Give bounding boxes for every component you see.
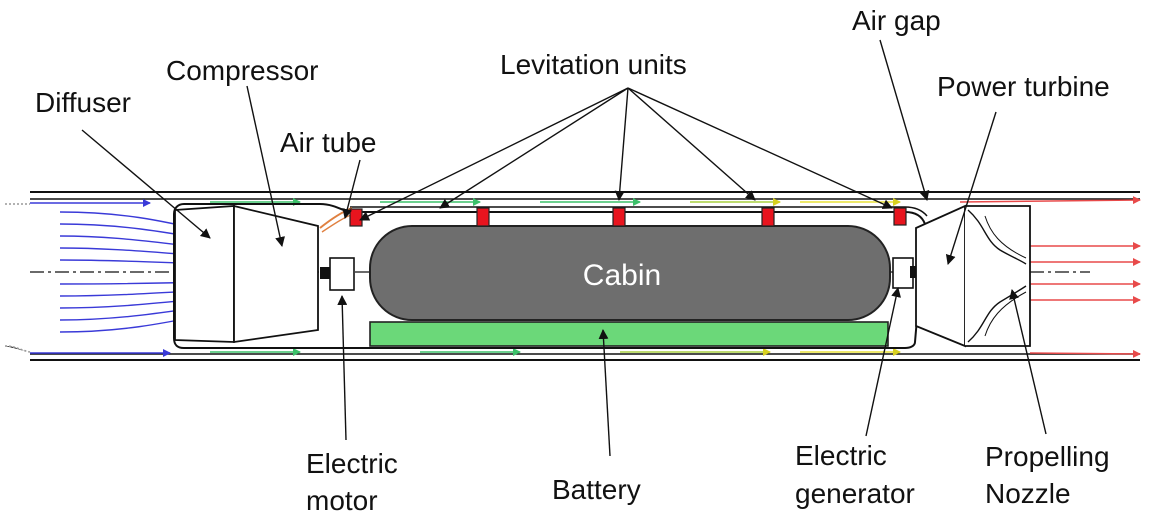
label-propelling-nozzle-line1: Propelling (985, 441, 1110, 472)
levitation-unit (893, 207, 907, 226)
power-turbine (915, 204, 966, 348)
label-electric-motor-line1: Electric (306, 448, 398, 479)
generator-shaft (910, 266, 919, 278)
label-levitation-units: Levitation units (500, 49, 687, 80)
levitation-units (349, 207, 907, 227)
leader-lines (81, 39, 1047, 457)
label-electric-motor-line2: motor (306, 485, 378, 516)
label-propelling-nozzle-line2: Nozzle (985, 478, 1071, 509)
tube-walls (30, 191, 1140, 361)
air-gap-flow-bottom (4, 345, 1141, 358)
label-compressor: Compressor (166, 55, 318, 86)
label-air-tube: Air tube (280, 127, 377, 158)
label-power-turbine: Power turbine (937, 71, 1110, 102)
motor-shaft (320, 267, 332, 279)
cabin (369, 225, 891, 321)
diffuser (174, 205, 235, 343)
label-battery: Battery (552, 474, 641, 505)
label-air-gap: Air gap (852, 5, 941, 36)
label-electric-generator-line2: generator (795, 478, 915, 509)
electric-motor (329, 257, 355, 291)
pod-skin-top (350, 206, 928, 217)
levitation-unit (612, 207, 626, 227)
battery (369, 321, 889, 347)
label-electric-generator-line1: Electric (795, 440, 887, 471)
label-diffuser: Diffuser (35, 87, 131, 118)
cabin-label: Cabin (583, 259, 661, 292)
levitation-unit (476, 207, 490, 227)
levitation-unit (349, 208, 363, 227)
propelling-nozzle (965, 205, 1031, 347)
compressor (233, 204, 319, 344)
air-gap-flow-top (5, 196, 1141, 207)
levitation-unit (761, 207, 775, 227)
